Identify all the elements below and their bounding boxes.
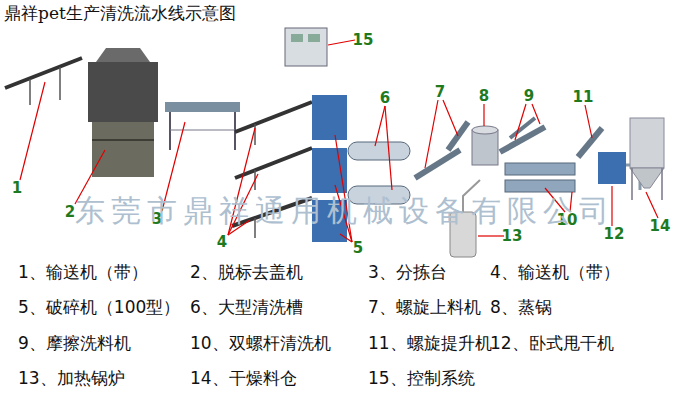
- leader-line: [585, 105, 592, 138]
- callout-number: 14: [650, 219, 671, 234]
- part-list-item: 13、加热锅炉: [18, 368, 125, 388]
- leader-line: [375, 106, 385, 146]
- control-panel-part: [308, 34, 320, 42]
- part-list-item: 8、蒸锅: [490, 297, 552, 317]
- leader-line: [425, 100, 438, 168]
- crusher: [312, 95, 347, 140]
- leader-line: [515, 104, 526, 140]
- crusher: [312, 148, 347, 193]
- part-list-item: 11、螺旋提升机: [368, 333, 492, 353]
- part-list-item: 1、输送机（带）: [18, 262, 148, 282]
- callout-number: 8: [479, 89, 489, 104]
- part-list-item: 6、大型清洗槽: [190, 297, 303, 317]
- silo-cone: [630, 168, 664, 188]
- wash-tank: [348, 142, 410, 160]
- part-list-item: 3、分拣台: [368, 262, 447, 282]
- twin-screw-washer: [505, 163, 575, 175]
- callout-number: 1: [12, 181, 22, 196]
- leader-lines: [20, 40, 658, 242]
- callout-number: 4: [217, 235, 227, 250]
- conveyor-leg: [29, 79, 31, 105]
- leader-line: [483, 104, 484, 126]
- frame-bar: [92, 139, 154, 141]
- steamer: [472, 130, 498, 165]
- leader-line: [478, 235, 504, 236]
- control-cabinet: [285, 28, 327, 66]
- control-panel-part: [291, 34, 303, 42]
- friction-washer: [510, 118, 535, 138]
- watermark: 东莞市鼎祥通用机械设备有限公司: [75, 193, 615, 229]
- leader-line: [385, 106, 392, 190]
- callout-number: 6: [380, 91, 390, 106]
- leader-line: [443, 100, 458, 136]
- silo: [630, 118, 664, 168]
- leader-line: [646, 192, 658, 218]
- conveyor-leg: [254, 124, 256, 145]
- part-list-item: 12、卧式甩干机: [490, 333, 614, 353]
- leader-line: [532, 104, 540, 124]
- dryer: [598, 152, 626, 184]
- leader-line: [340, 234, 352, 242]
- part-list-item: 10、双螺杆清洗机: [190, 333, 331, 353]
- callout-number: 15: [353, 33, 374, 48]
- twin-screw-washer: [505, 180, 575, 192]
- callout-number: 9: [524, 89, 534, 104]
- callout-number: 13: [502, 229, 523, 244]
- part-list-item: 5、破碎机（100型）: [18, 297, 180, 317]
- label-remover-frame: [92, 122, 154, 177]
- part-list-item: 15、控制系统: [368, 368, 475, 388]
- callout-number: 12: [604, 227, 625, 242]
- label-remover-body: [88, 62, 158, 122]
- callout-number: 7: [435, 85, 445, 100]
- table-leg: [169, 112, 171, 150]
- callout-number: 2: [65, 205, 75, 220]
- part-list-item: 7、螺旋上料机: [368, 297, 481, 317]
- sorting-table-top: [165, 102, 240, 112]
- callout-number: 11: [573, 90, 594, 105]
- diagram-title: 鼎祥pet生产清洗流水线示意图: [4, 3, 236, 23]
- leader-line: [328, 40, 355, 45]
- part-list-item: 9、摩擦洗料机: [18, 333, 131, 353]
- callout-number: 5: [353, 241, 363, 256]
- conveyor-belt: [235, 102, 312, 132]
- screw-loader: [415, 150, 460, 178]
- part-list-item: 2、脱标去盖机: [190, 262, 303, 282]
- silo-leg: [631, 168, 633, 200]
- friction-washer: [500, 127, 545, 152]
- part-list-item: 4、输送机（带）: [490, 262, 620, 282]
- table-bar: [170, 130, 235, 131]
- steamer-top: [472, 126, 498, 134]
- label-remover-hopper: [96, 48, 150, 62]
- conveyor-leg: [59, 67, 61, 100]
- conveyor-belt: [5, 58, 82, 88]
- leader-line: [20, 82, 45, 180]
- silo-leg: [661, 168, 663, 200]
- part-list-item: 14、干燥料仓: [190, 368, 297, 388]
